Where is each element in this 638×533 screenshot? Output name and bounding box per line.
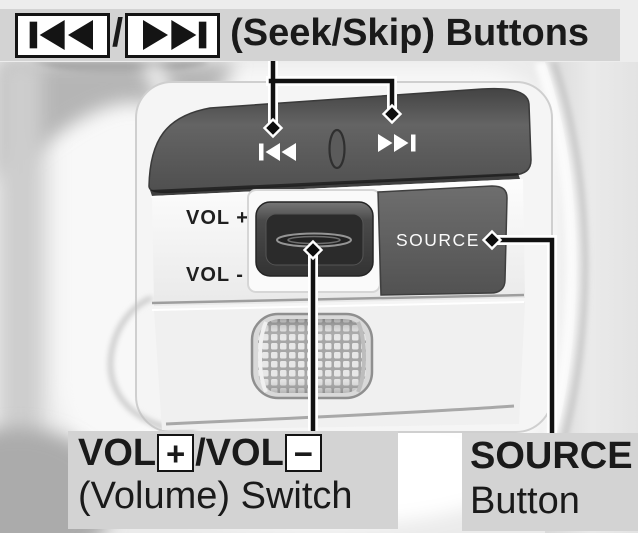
skip-back-icon [15, 12, 110, 58]
seek-back-callout-diamond [262, 117, 284, 139]
callout-lines [262, 45, 557, 437]
source-button-text: Button [470, 480, 580, 522]
volume-callout-label: VOL + /VOL − (Volume) Switch [68, 431, 398, 529]
skip-forward-icon [125, 12, 221, 58]
vol-up-label: VOL + [186, 207, 249, 229]
source-button: SOURCE [377, 185, 508, 296]
vol-word2: /VOL [195, 431, 284, 474]
source-button-label: SOURCE [396, 230, 480, 250]
pod-chrome-edge [108, 296, 197, 434]
seek-forward-callout-diamond [381, 103, 403, 125]
volume-switch-text: (Volume) Switch [78, 475, 353, 517]
volume-callout-diamond [302, 239, 324, 261]
skip-forward-button [378, 134, 416, 152]
seek-skip-label-text: (Seek/Skip) Buttons [230, 12, 590, 54]
vol-down-label: VOL - [186, 264, 244, 286]
vol-word: VOL [78, 431, 157, 474]
plus-box-icon: + [157, 434, 195, 472]
minus-box-icon: − [284, 434, 322, 472]
skip-back-button [259, 143, 296, 161]
seek-skip-callout-label: / (Seek/Skip) Buttons [0, 9, 620, 61]
source-callout-diamond [481, 229, 503, 251]
separator-slash: / [112, 10, 124, 55]
source-word: SOURCE [470, 435, 633, 477]
source-callout-label: SOURCE Button [462, 433, 638, 531]
wheel-rim-right [534, 62, 638, 533]
panel-slot [328, 128, 346, 170]
source-callout-line [493, 237, 555, 435]
seek-forward-callout-line [268, 78, 395, 109]
